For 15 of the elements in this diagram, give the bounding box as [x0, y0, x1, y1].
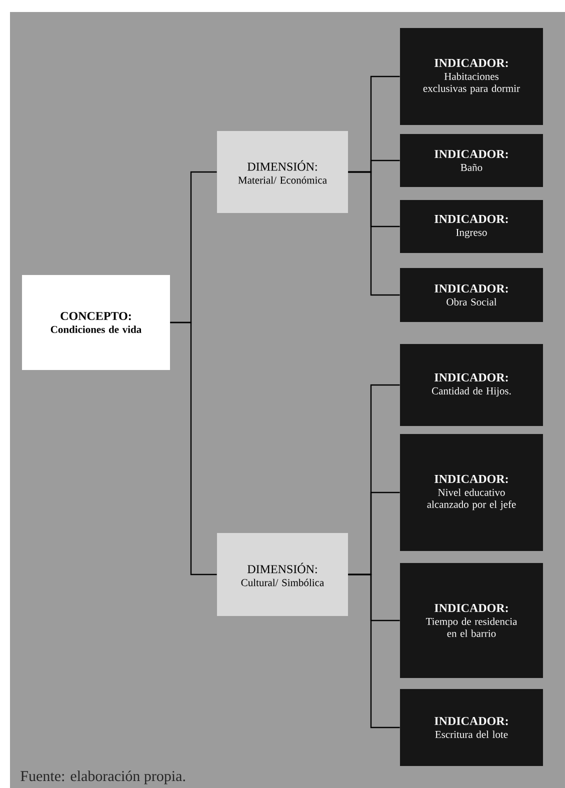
indicator-box: INDICADOR: Escritura del lote [400, 689, 543, 766]
dimension-box: DIMENSIÓN: Material/ Económica [217, 131, 348, 213]
indicator-box: INDICADOR: Obra Social [400, 268, 543, 322]
connector-line [348, 171, 400, 296]
indicator-box: INDICADOR: Tiempo de residencia en el barrio [400, 563, 543, 678]
connector-line [348, 574, 400, 728]
indicator-box: INDICADOR: Baño [400, 134, 543, 187]
connector-line [170, 322, 217, 576]
indicator-box: INDICADOR: Ingreso [400, 200, 543, 253]
concept-box: CONCEPTO: Condiciones de vida [22, 275, 170, 370]
indicator-box: INDICADOR: Nivel educativo alcanzado por el jefe [400, 434, 543, 551]
indicator-box: INDICADOR: Habitaciones exclusivas para dormir [400, 28, 543, 125]
caption: Fuente: elaboración propia. [20, 770, 185, 784]
indicator-box: INDICADOR: Cantidad de Hijos. [400, 344, 543, 426]
dimension-box: DIMENSIÓN: Cultural/ Simbólica [217, 533, 348, 616]
